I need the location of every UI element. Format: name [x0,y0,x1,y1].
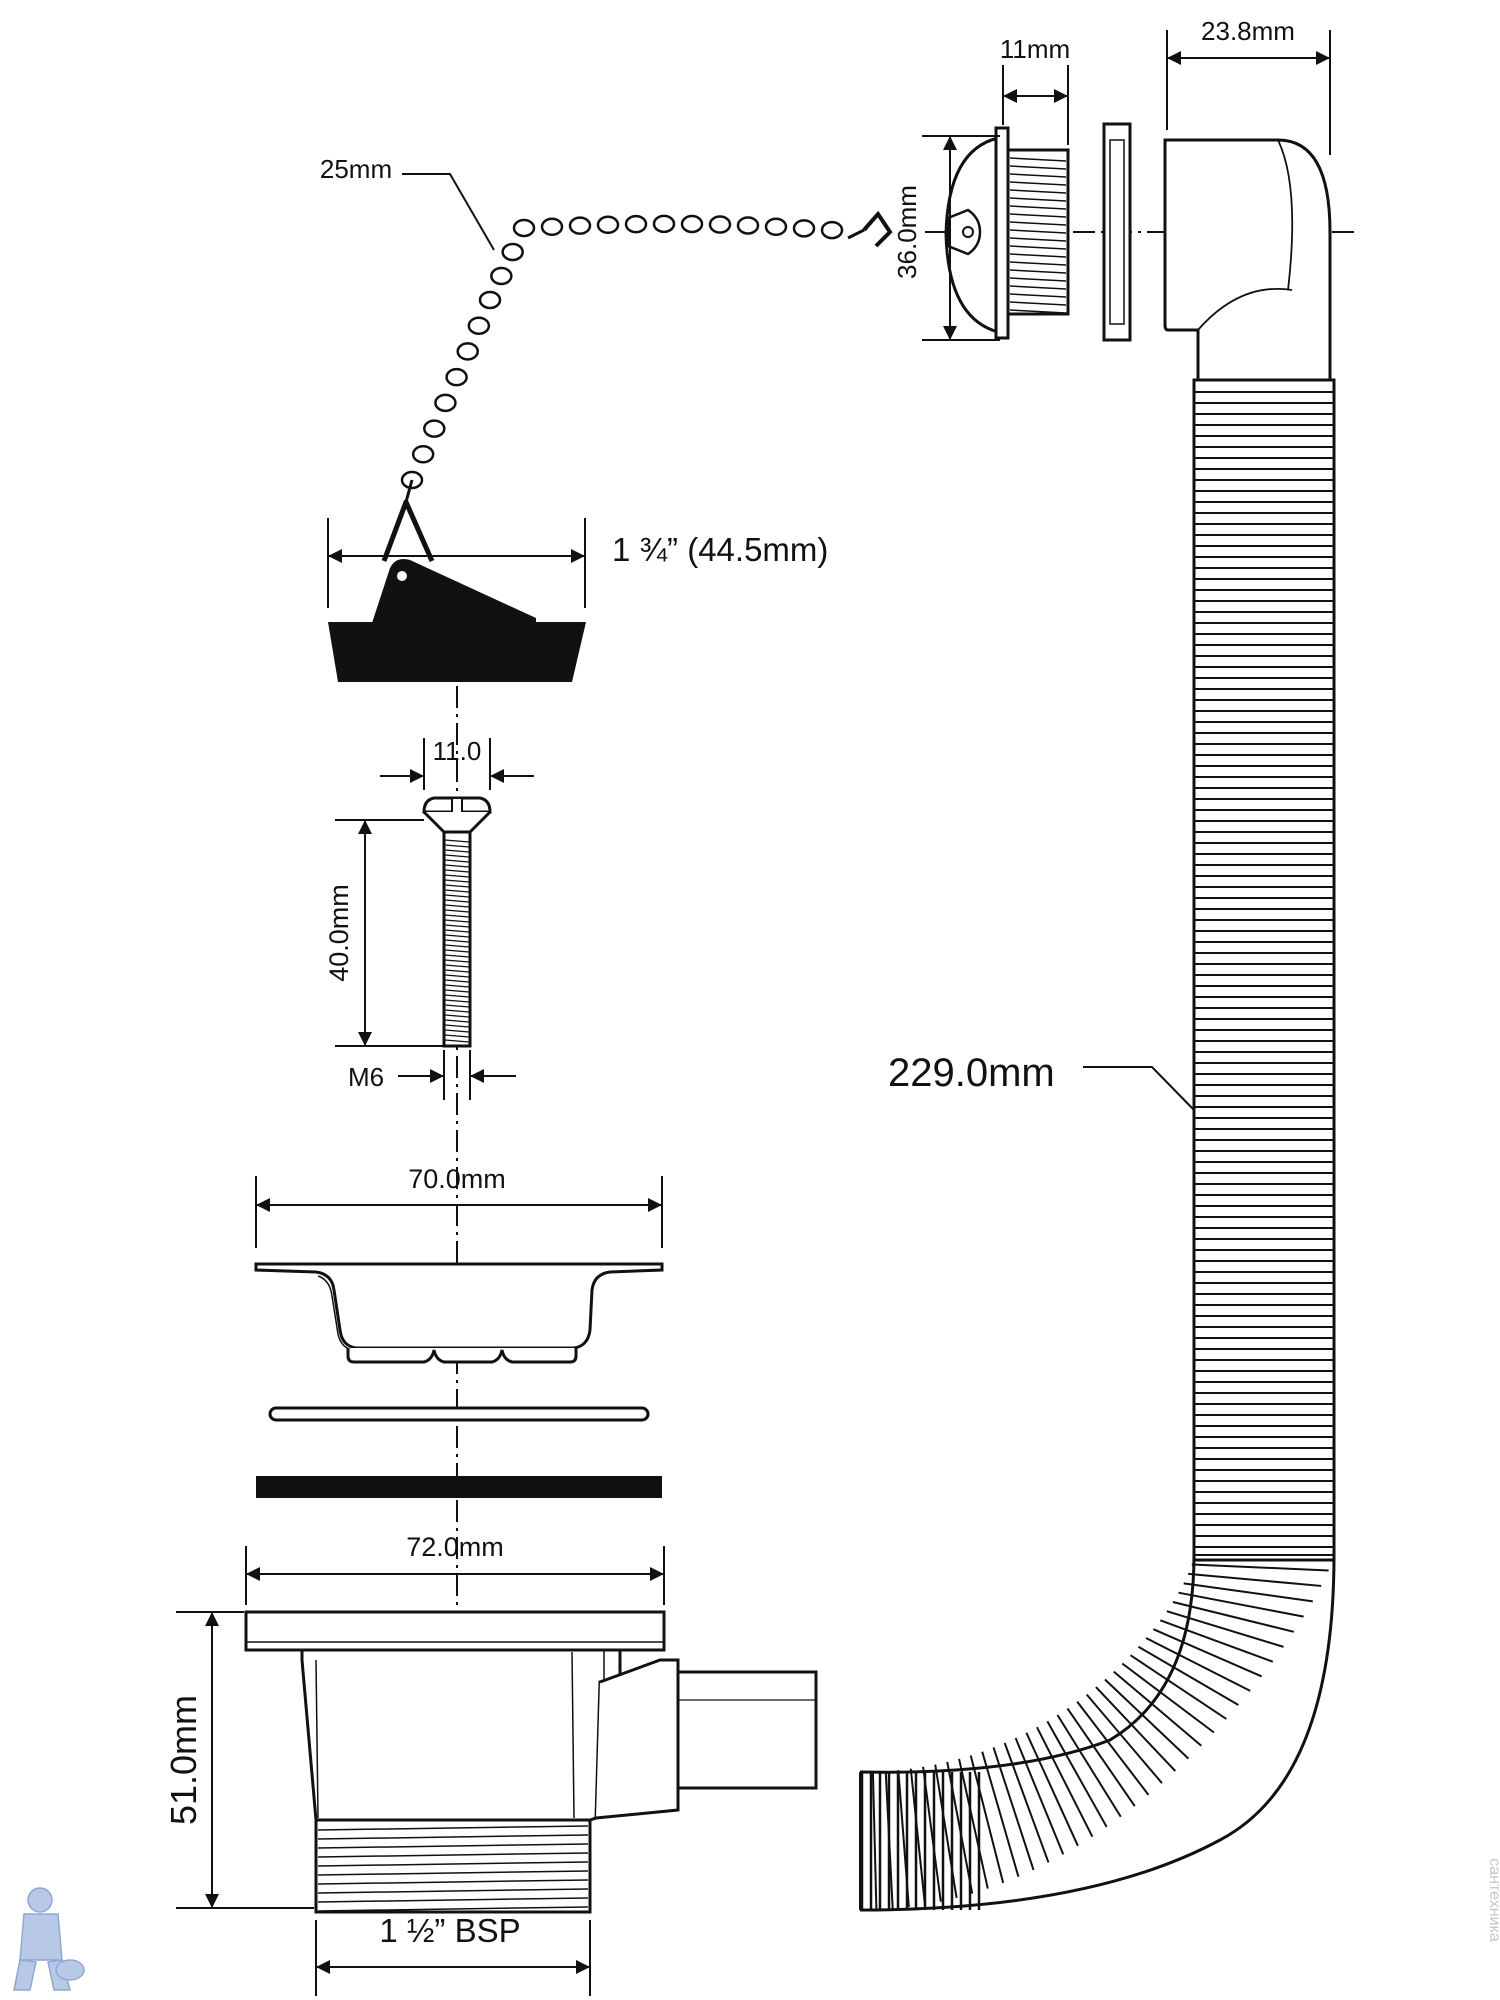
overflow-elbow [1163,138,1332,384]
plug-chain [381,210,893,563]
chain-bead [456,342,479,361]
watermark-text: сантехника [1486,1858,1500,1942]
chain-bead [445,367,468,387]
chain-bead [624,214,648,234]
slotted-screw [422,796,492,1048]
chain-bead [764,217,788,237]
chain-bead [423,419,446,438]
plumber-logo [13,1887,85,1991]
overflow-elbow-width-label: 23.8mm [1201,16,1295,46]
chain-bead [680,214,704,234]
outlet-thread-label: 1 ½” BSP [379,1912,520,1949]
chain-bead [792,219,816,238]
chain-bead [540,217,564,237]
chain-bead [411,445,435,464]
chain-bead [478,290,502,310]
hose-length-label: 229.0mm [888,1051,1055,1095]
chain-bead [434,393,457,413]
rubber-plug [328,559,586,682]
chain-bead [708,215,732,234]
overflow-faceplate [944,126,1010,340]
overflow-backnut [1102,122,1132,342]
chain-bead [736,216,760,235]
dimension-lines [176,30,1331,1996]
chain-bead [512,218,536,238]
chain-bead [652,214,676,234]
screw-head-label: 11.0 [433,736,482,766]
plug-diameter-label: 1 ¾” (44.5mm) [612,531,828,568]
chain-bead [820,220,844,240]
overflow-face-height-label: 36.0mm [892,185,922,279]
chain-bead [501,242,524,262]
chain-bead [467,316,491,335]
overflow-threaded-boss [1006,148,1070,316]
chain-bead [596,215,620,235]
chain-bead [490,266,513,286]
body-height-label: 51.0mm [163,1695,204,1825]
corrugated-hose [859,378,1336,1912]
grate-diameter-label: 70.0mm [408,1164,506,1194]
screw-length-label: 40.0mm [324,884,354,982]
screw-thread-label: M6 [348,1062,384,1092]
thin-washer [268,1406,650,1422]
overflow-thread-width-label: 11mm [1000,34,1070,64]
flange-diameter-label: 72.0mm [406,1532,504,1562]
strainer-grate [254,1262,664,1364]
chain-link-label: 25mm [320,154,392,184]
dimension-labels: 23.8mm 11mm 36.0mm 25mm 1 ¾” (44.5mm) 11… [163,16,1295,1949]
waste-body [244,1610,818,1914]
rubber-gasket [256,1476,662,1498]
chain-bead [568,216,592,235]
